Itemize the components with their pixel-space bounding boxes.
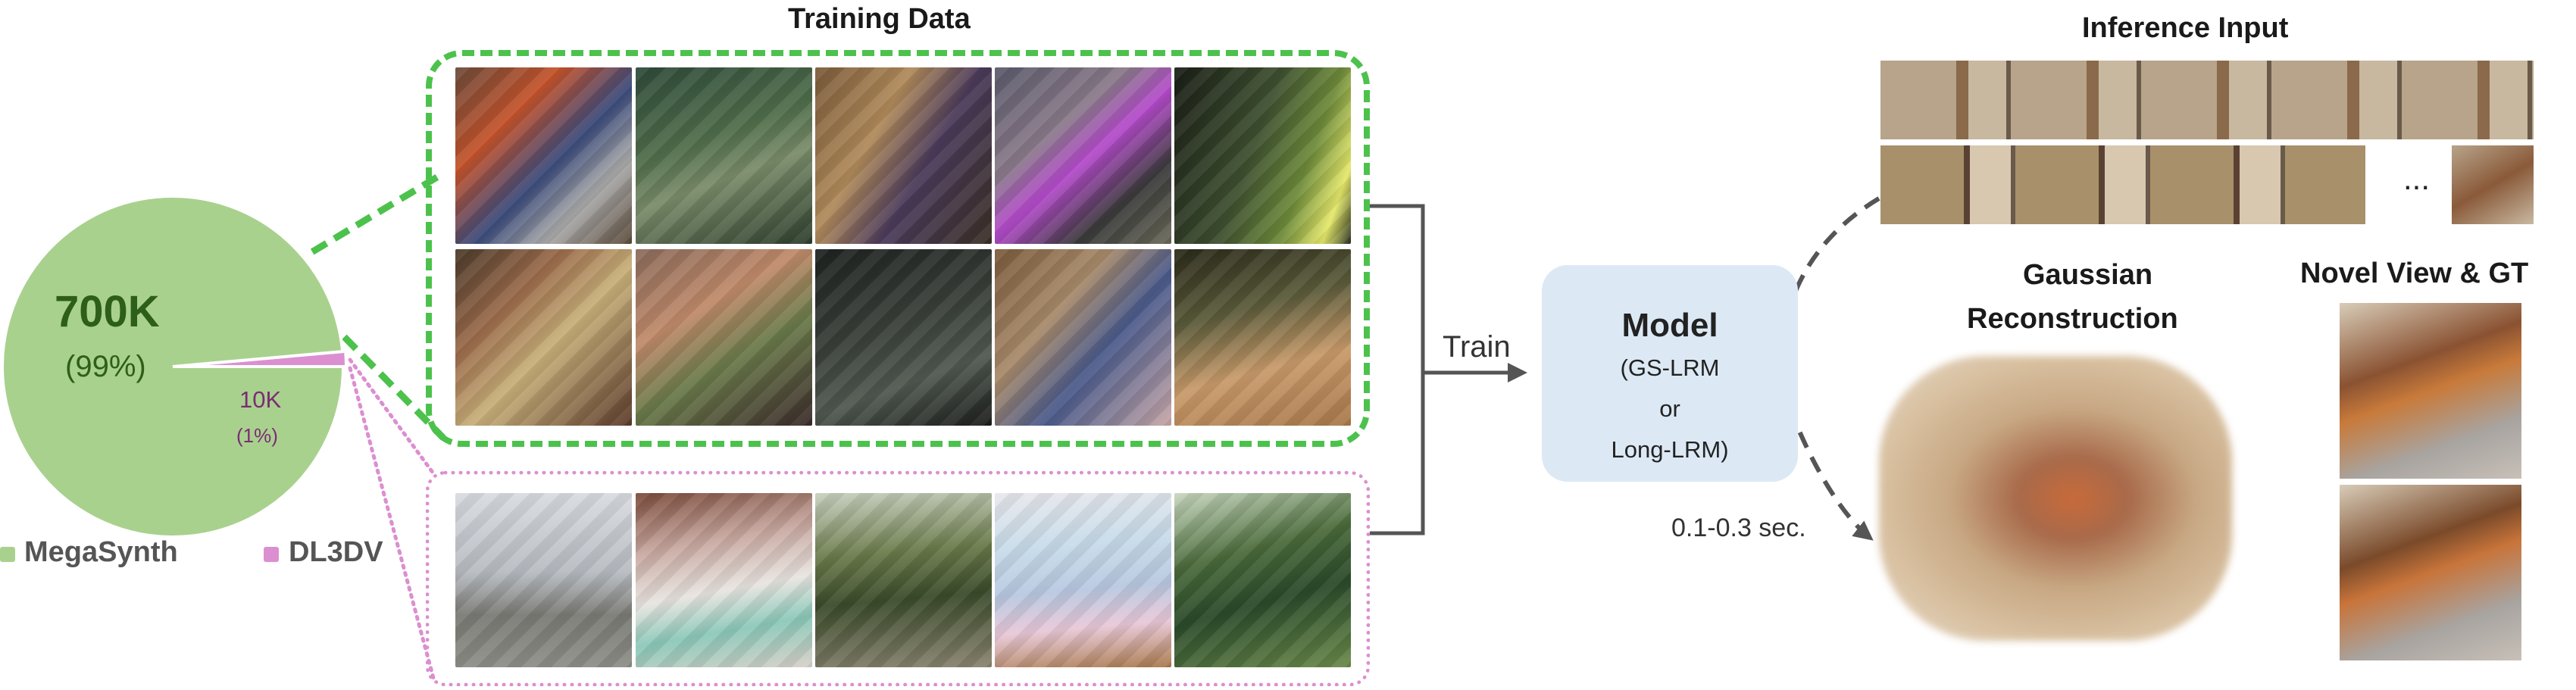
synthetic-scene-8 [815,249,992,426]
pie-big-value: 700K [55,287,160,336]
real-pavilion [455,493,632,667]
dl3dv-connector-top [348,357,436,476]
gaussian-title-line1: Gaussian [2023,259,2153,291]
pie-slices [1,195,349,539]
inference-input-strip: ... [1880,61,2534,224]
pie-big-pct: (99%) [65,350,146,383]
real-plants [1174,493,1351,667]
real-room-display [995,493,1171,667]
synthetic-scene-2 [636,67,812,244]
input-ellipsis: ... [2403,161,2431,196]
novel-view-title: Novel View & GT [2300,258,2529,289]
model-node: Model (GS-LRM or Long-LRM) [1542,265,1798,482]
synthetic-scene-1 [455,67,632,244]
legend-dl3dv-label: DL3DV [289,536,383,568]
synthetic-scene-10 [1174,249,1351,426]
training-data-title: Training Data [788,3,971,35]
model-line2: or [1659,395,1680,422]
real-garden-gazebo [815,493,992,667]
gaussian-reconstruction-render [1879,356,2232,641]
pie-slice-megasynth [1,195,345,539]
model-line1: (GS-LRM [1620,354,1720,381]
legend-megasynth-swatch [0,547,15,562]
time-label: 0.1-0.3 sec. [1671,514,1806,542]
input-row-1 [1880,61,2534,139]
real-mall-ride [636,493,812,667]
synthetic-scene-7 [636,249,812,426]
input-row-2 [1880,145,2365,224]
model-title: Model [1621,307,1718,344]
dl3dv-connector-bottom [348,366,436,680]
input-last-frame [2452,145,2534,224]
megasynth-connector-top [288,173,442,268]
synthetic-scene-4 [995,67,1171,244]
pie-small-value: 10K [239,386,282,413]
inference-input-title: Inference Input [2082,12,2289,44]
model-line3: Long-LRM) [1611,436,1729,463]
synthetic-scene-5 [1174,67,1351,244]
pie-small-pct: (1%) [236,424,278,447]
synthetic-data-box [426,50,1370,447]
ground-truth-view [2340,485,2521,660]
synthetic-scene-9 [995,249,1171,426]
gaussian-title-line2: Reconstruction [1967,303,2178,335]
novel-view-render [2340,303,2521,479]
real-data-box [426,471,1370,686]
inference-curve-arrow [1780,196,1880,541]
synthetic-scene-6 [455,249,632,426]
synthetic-scene-3 [815,67,992,244]
train-label: Train [1443,330,1511,364]
train-bracket [1370,204,1425,535]
legend-megasynth-label: MegaSynth [24,536,178,568]
legend-dl3dv-swatch [264,547,279,562]
